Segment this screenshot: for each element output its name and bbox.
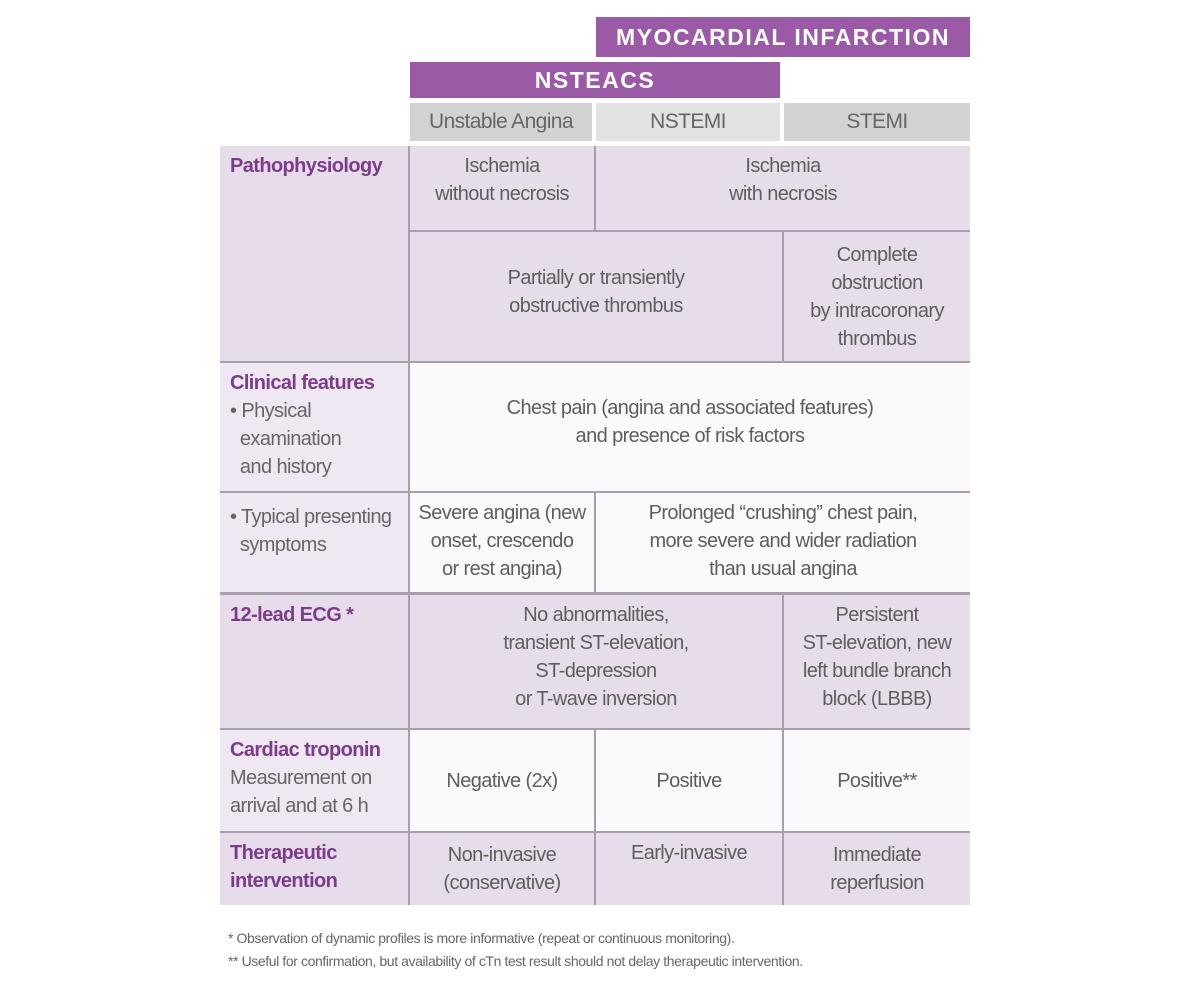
header-unstable-angina: Unstable Angina: [410, 103, 592, 141]
divider: [220, 592, 970, 595]
sublabel: Measurement on arrival and at 6 h: [230, 767, 372, 817]
header-nstemi: NSTEMI: [596, 103, 780, 141]
cell-mi-symptoms: Prolonged “crushing” chest pain, more se…: [596, 493, 970, 592]
cell-stemi-ecg: Persistent ST-elevation, new left bundle…: [784, 595, 970, 728]
footnote-2: ** Useful for confirmation, but availabi…: [228, 953, 803, 969]
cell-stemi-troponin: Positive**: [784, 730, 970, 831]
divider: [220, 831, 970, 833]
divider: [594, 146, 596, 230]
row-label-troponin: Cardiac troponin Measurement on arrival …: [220, 730, 408, 831]
cell-mi-pathophysiology: Ischemia with necrosis: [596, 146, 970, 230]
header-stemi: STEMI: [784, 103, 970, 141]
cell-nsteacs-ecg: No abnormalities, transient ST-elevation…: [410, 595, 782, 728]
cell-ua-troponin: Negative (2x): [410, 730, 594, 831]
label: Therapeutic intervention: [230, 842, 338, 892]
divider: [220, 728, 970, 730]
cell-ua-symptoms: Severe angina (new onset, crescendo or r…: [410, 493, 594, 592]
divider: [220, 491, 970, 493]
sublabel-physical-exam: • Physical examination and history: [230, 400, 342, 478]
divider: [220, 361, 970, 363]
label: Pathophysiology: [230, 155, 383, 177]
cell-nstemi-troponin: Positive: [596, 730, 782, 831]
footnote-1: * Observation of dynamic profiles is mor…: [228, 930, 735, 946]
cell-stemi-thrombus: Complete obstruction by intracoronary th…: [784, 232, 970, 361]
header-myocardial-infarction: MYOCARDIAL INFARCTION: [596, 17, 970, 57]
row-label-ecg: 12-lead ECG *: [220, 595, 408, 728]
divider: [782, 595, 784, 905]
divider: [594, 493, 596, 592]
row-label-clinical: Clinical features • Physical examination…: [220, 363, 408, 592]
sublabel-symptoms: • Typical presenting symptoms: [230, 506, 392, 556]
cell-ua-therapy: Non-invasive (conservative): [410, 833, 594, 905]
divider: [408, 230, 970, 232]
cell-ua-pathophysiology: Ischemia without necrosis: [410, 146, 594, 230]
row-label-pathophysiology: Pathophysiology: [220, 146, 408, 361]
divider: [408, 146, 410, 905]
cell-stemi-therapy: Immediate reperfusion: [784, 833, 970, 905]
header-nsteacs: NSTEACS: [410, 62, 780, 98]
cell-nstemi-therapy: Early-invasive: [596, 833, 782, 905]
divider: [782, 232, 784, 361]
label: 12-lead ECG *: [230, 604, 354, 626]
cell-nsteacs-thrombus: Partially or transiently obstructive thr…: [410, 232, 782, 361]
cell-clinical-all: Chest pain (angina and associated featur…: [410, 363, 970, 491]
label: Cardiac troponin: [230, 739, 381, 761]
row-label-therapy: Therapeutic intervention: [220, 833, 408, 905]
label: Clinical features: [230, 372, 375, 394]
divider: [594, 730, 596, 905]
